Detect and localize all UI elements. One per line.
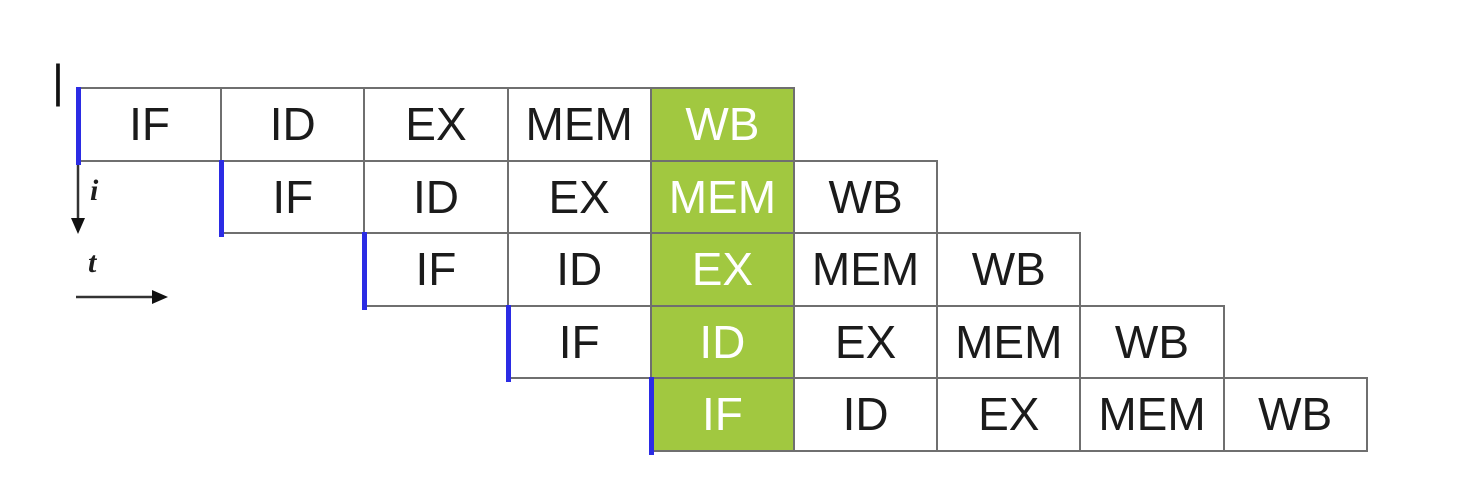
- pipeline-cell-i5-t5: IF: [649, 377, 795, 452]
- issue-time-marker-i4: [505, 304, 511, 382]
- pipeline-cell-i2-t5: MEM: [649, 159, 795, 234]
- instruction-axis-label: i: [90, 174, 99, 207]
- instruction-axis-down-arrow-icon: [71, 164, 85, 234]
- pipeline-cell-i4-t7: MEM: [936, 304, 1082, 379]
- time-axis-right-arrow-icon: [76, 290, 168, 304]
- pipeline-cell-i4-t4: IF: [506, 304, 652, 379]
- issue-time-marker-i1: [76, 87, 81, 165]
- pipeline-cell-i1-t2: ID: [220, 87, 366, 162]
- pipeline-cell-i2-t6: WB: [793, 159, 939, 234]
- issue-time-marker-i5: [648, 377, 654, 455]
- pipeline-cell-i5-t6: ID: [793, 377, 939, 452]
- pipeline-cell-i4-t5: ID: [649, 304, 795, 379]
- time-axis-label: t: [88, 246, 97, 279]
- pipeline-cell-i1-t1: IF: [77, 87, 223, 162]
- pipeline-cell-i2-t4: EX: [506, 159, 652, 234]
- pipeline-cell-i5-t9: WB: [1222, 377, 1368, 452]
- pipeline-cell-i1-t5: WB: [649, 87, 795, 162]
- pipeline-cell-i1-t3: EX: [363, 87, 509, 162]
- pipeline-cell-i4-t6: EX: [793, 304, 939, 379]
- pipeline-cell-i4-t8: WB: [1079, 304, 1225, 379]
- pipeline-cell-i3-t5: EX: [649, 232, 795, 307]
- pipeline-cell-i1-t4: MEM: [506, 87, 652, 162]
- pipeline-cell-i2-t2: IF: [220, 159, 366, 234]
- pipeline-cell-i5-t8: MEM: [1079, 377, 1225, 452]
- pipeline-cell-i3-t6: MEM: [793, 232, 939, 307]
- pipeline-cell-i3-t3: IF: [363, 232, 509, 307]
- pipeline-cell-i3-t4: ID: [506, 232, 652, 307]
- issue-time-marker-i3: [362, 232, 368, 310]
- pipeline-cell-i3-t7: WB: [936, 232, 1082, 307]
- issue-time-marker-i2: [219, 159, 225, 237]
- pipeline-cell-i5-t7: EX: [936, 377, 1082, 452]
- pipeline-cell-i2-t3: ID: [363, 159, 509, 234]
- text-cursor-bar: |: [52, 55, 64, 107]
